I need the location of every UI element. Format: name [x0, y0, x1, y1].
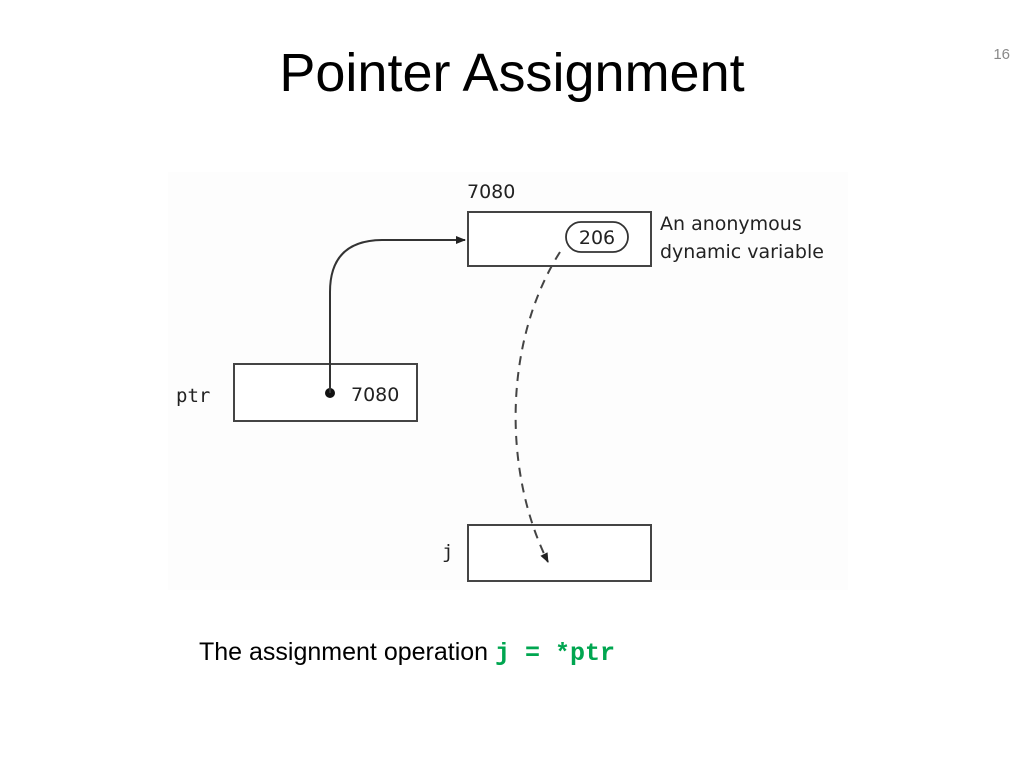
- dereference-copy-arrow: [514, 251, 561, 563]
- caption: The assignment operation j = *ptr: [199, 636, 615, 670]
- ptr-label: ptr: [176, 385, 210, 407]
- diagram-canvas: 7080 206 An anonymous dynamic variable p…: [176, 181, 824, 582]
- annotation-line-2: dynamic variable: [660, 241, 824, 263]
- j-box: [467, 524, 652, 582]
- dynamic-value-oval: [565, 221, 629, 253]
- pointer-diagram: 7080 206 An anonymous dynamic variable p…: [168, 172, 848, 590]
- ptr-value: 7080: [351, 384, 399, 406]
- dynamic-value: 206: [579, 227, 615, 249]
- j-label: j: [442, 541, 453, 563]
- pointer-arrow: [329, 236, 466, 393]
- caption-text: The assignment operation: [199, 638, 496, 666]
- annotation-line-1: An anonymous: [660, 213, 802, 235]
- caption-code: j = *ptr: [495, 639, 616, 668]
- slide-number: 16: [993, 46, 1010, 63]
- dynamic-address-label: 7080: [467, 181, 515, 203]
- slide-title: Pointer Assignment: [279, 43, 745, 103]
